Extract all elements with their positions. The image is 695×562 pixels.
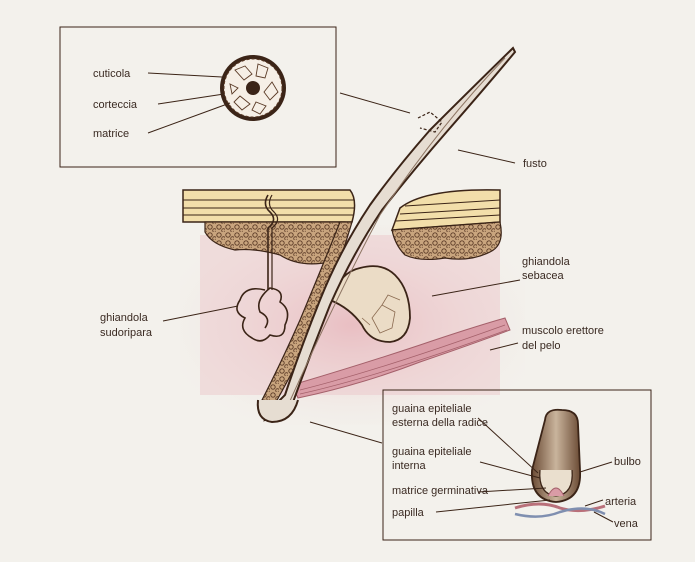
hair-cross-section — [220, 55, 286, 121]
label-arrector-muscle-1: muscolo erettore — [522, 325, 604, 337]
label-artery: arteria — [605, 496, 637, 508]
label-medulla: matrice — [93, 128, 129, 140]
label-vein: vena — [614, 518, 639, 530]
epidermis-left — [183, 190, 355, 222]
label-inner-sheath-1: guaina epiteliale — [392, 446, 472, 458]
label-germinal-matrix: matrice germinativa — [392, 485, 489, 497]
label-sebaceous-gland-1: ghiandola — [522, 256, 571, 268]
label-sebaceous-gland-2: sebacea — [522, 270, 564, 282]
hair-bulb-detail — [515, 410, 605, 517]
label-arrector-muscle-2: del pelo — [522, 340, 561, 352]
label-outer-sheath-2: esterna della radice — [392, 417, 488, 429]
label-cortex: corteccia — [93, 99, 138, 111]
label-shaft: fusto — [523, 158, 547, 170]
label-outer-sheath-1: guaina epiteliale — [392, 403, 472, 415]
label-papilla: papilla — [392, 507, 425, 519]
label-bulb: bulbo — [614, 456, 641, 468]
cross-section-inset-frame — [60, 27, 336, 167]
label-sweat-gland-1: ghiandola — [100, 312, 149, 324]
label-inner-sheath-2: interna — [392, 460, 427, 472]
label-cuticle: cuticola — [93, 68, 131, 80]
label-sweat-gland-2: sudoripara — [100, 327, 153, 339]
